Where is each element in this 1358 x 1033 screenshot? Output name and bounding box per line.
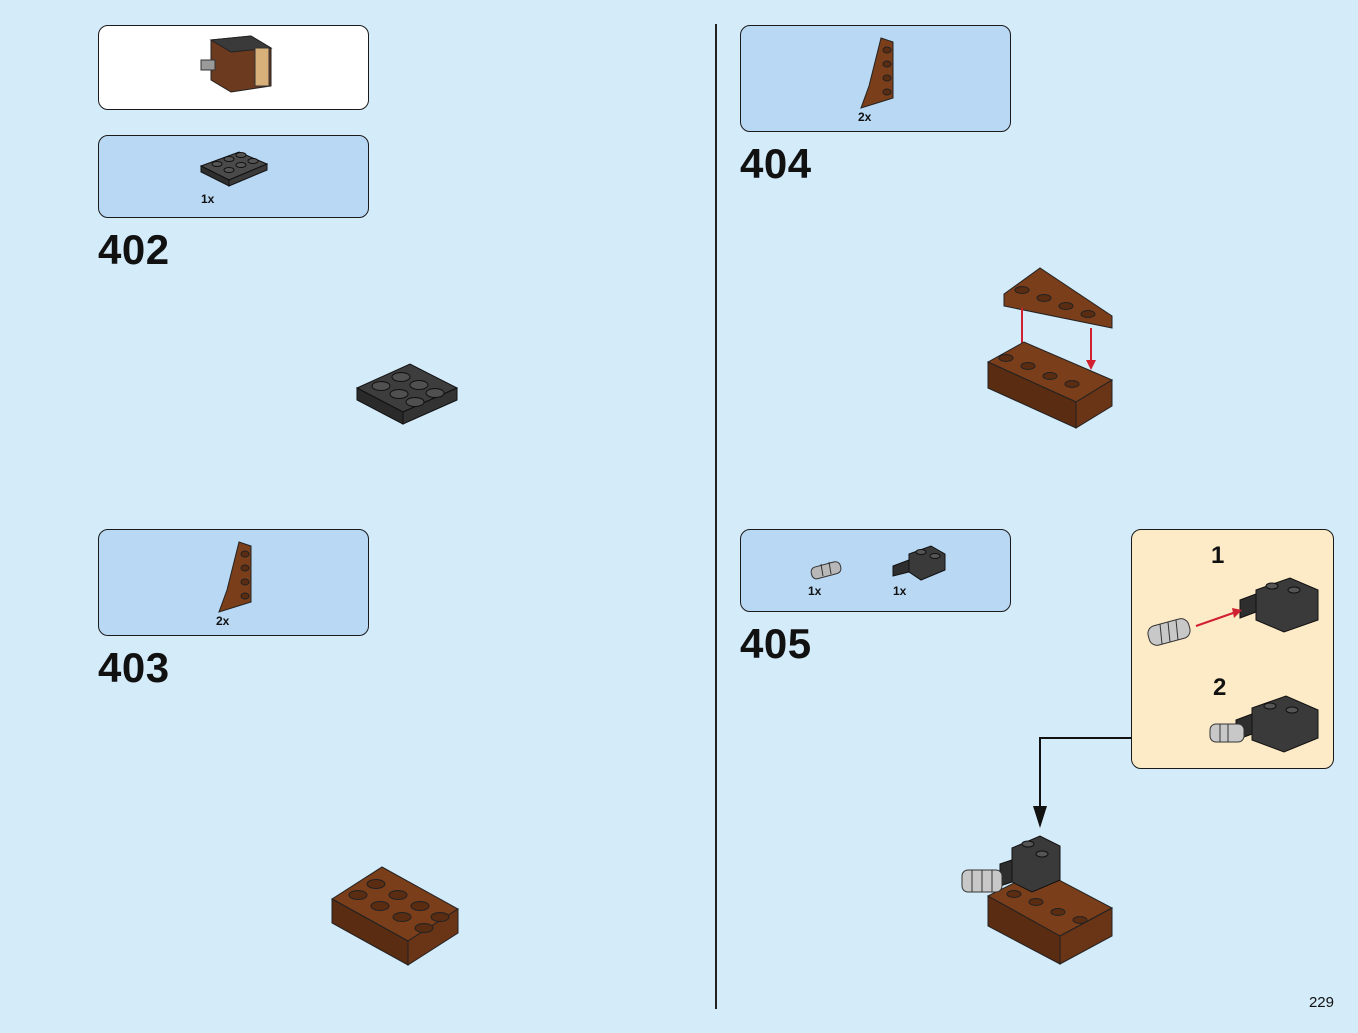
step-403-model-icon [331, 866, 459, 966]
step-405-part-1-qty: 1x [808, 584, 822, 598]
substep-2-illustration [1209, 695, 1319, 753]
page-divider [715, 24, 717, 1009]
step-403-part-qty: 2x [216, 614, 230, 628]
previous-assembly-callout [98, 25, 369, 110]
step-405-part-2-qty: 1x [893, 584, 907, 598]
substep-2-number: 2 [1213, 674, 1227, 701]
step-405-parts-box: 1x 1x [740, 529, 1011, 612]
step-402-parts-box: 1x [98, 135, 369, 218]
step-402-number: 402 [98, 226, 170, 273]
substep-1-number: 1 [1211, 542, 1225, 569]
brown-wedge-plate-icon [860, 37, 894, 109]
substep-callout-arrow [1033, 737, 1132, 828]
step-405-substep-box: 1 2 [1131, 529, 1334, 769]
step-402-model-icon [355, 363, 459, 425]
step-405-model-icon [961, 835, 1114, 965]
previous-assembly-icon [200, 35, 273, 93]
dark-grey-plate-2x3-icon [199, 151, 269, 187]
step-403-parts-box: 2x [98, 529, 369, 636]
step-404-parts-box: 2x [740, 25, 1011, 132]
step-405-number: 405 [740, 620, 812, 667]
substep-1-illustration [1147, 577, 1319, 646]
step-404-model-icon [986, 267, 1114, 429]
page-number: 229 [1308, 994, 1334, 1011]
step-402-part-qty: 1x [201, 192, 215, 206]
brown-wedge-plate-icon [218, 541, 252, 613]
step-404-number: 404 [740, 140, 812, 187]
step-404-part-qty: 2x [858, 110, 872, 124]
light-grey-pin-connector-icon [810, 561, 842, 580]
dark-grey-brick-with-clip-icon [892, 545, 946, 581]
step-403-number: 403 [98, 644, 170, 691]
